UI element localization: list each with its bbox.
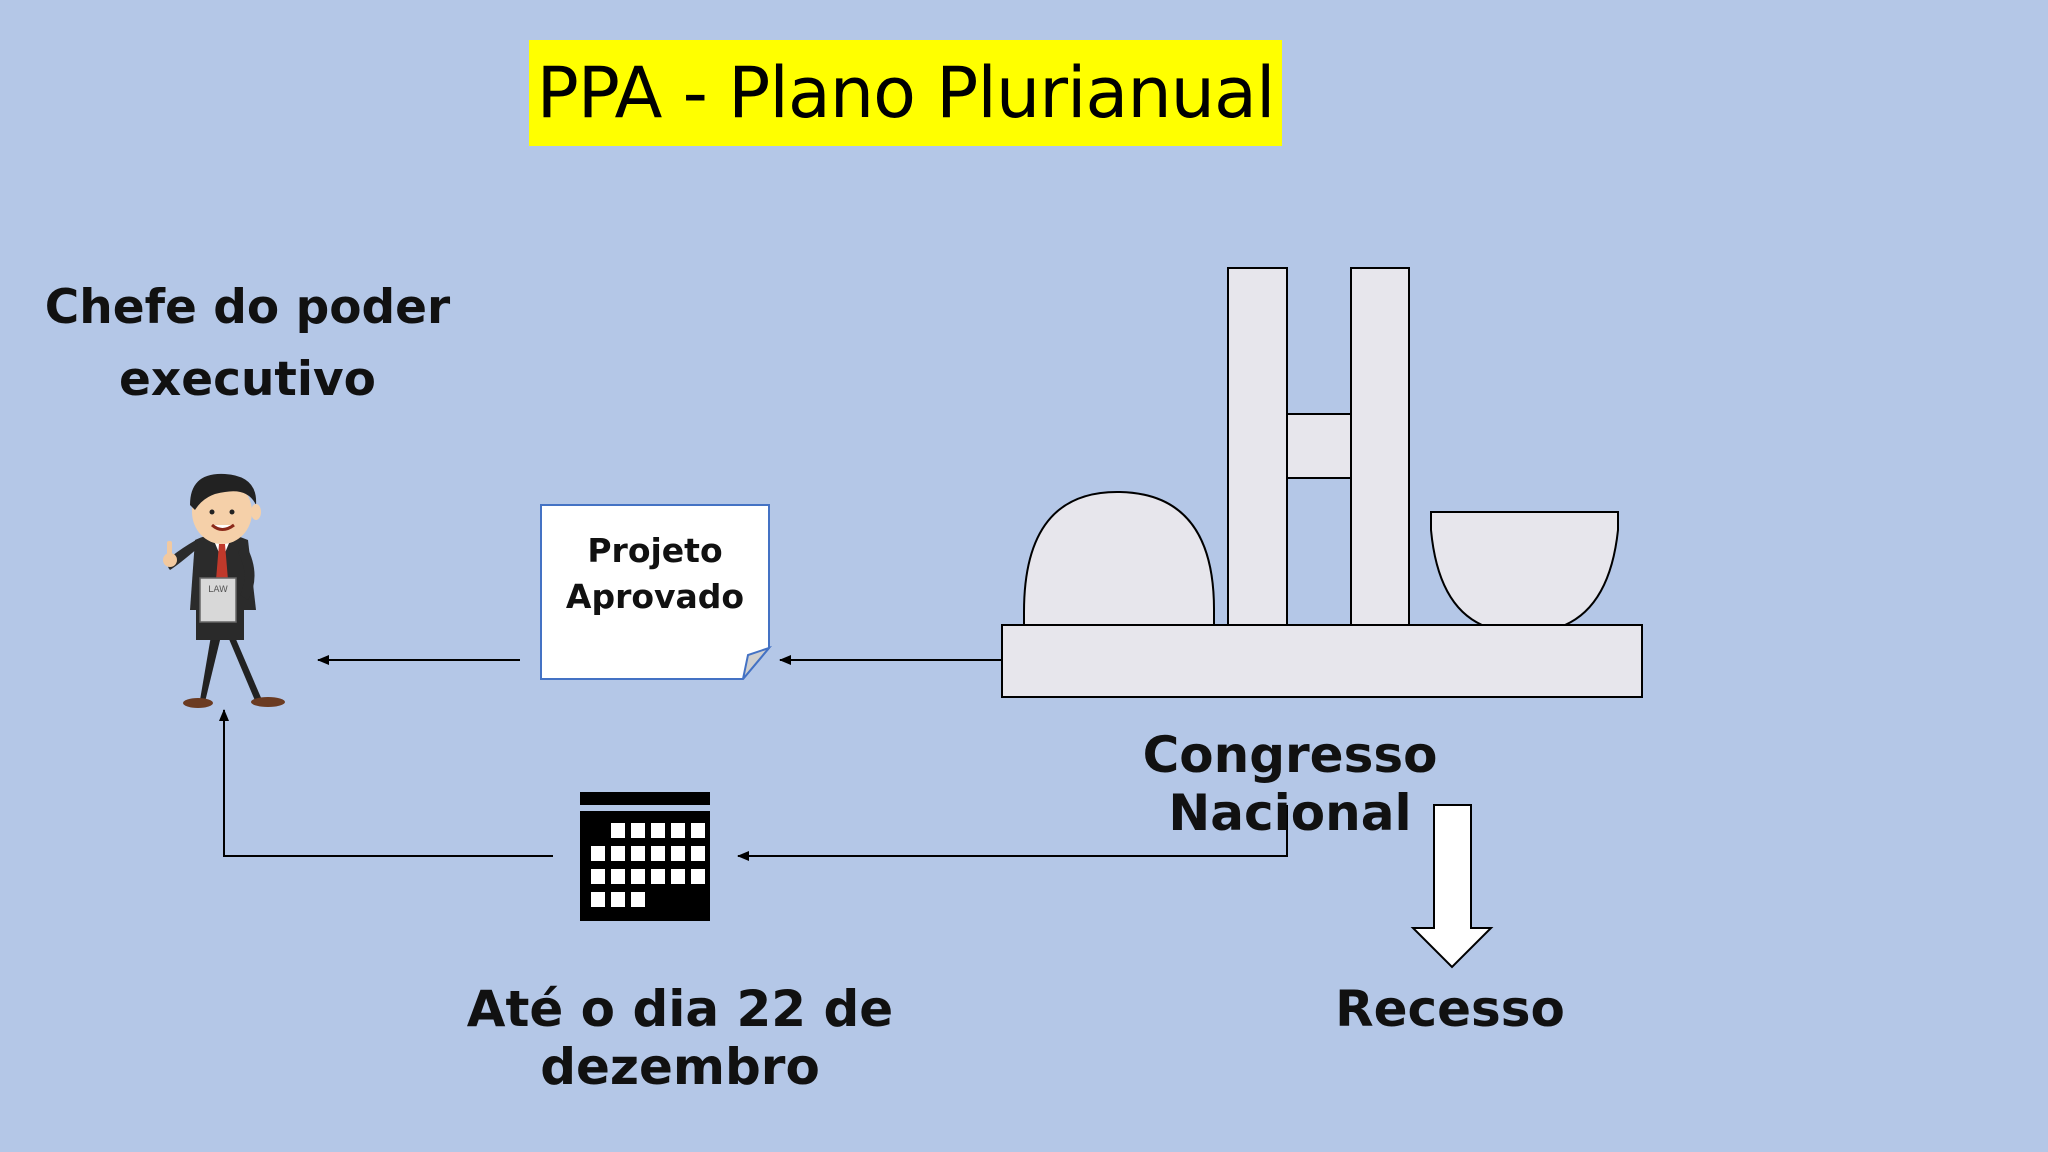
arrow-calendar-to-chefe: [219, 709, 553, 857]
calendar-day-cell: [591, 846, 605, 861]
calendar-day-cell: [651, 869, 665, 884]
document-label: Projeto Aprovado: [541, 528, 769, 620]
calendar-day-cell: [611, 892, 625, 907]
calendar-day-cell: [591, 892, 605, 907]
calendar-day-cell: [671, 869, 685, 884]
calendar-day-cell: [631, 846, 645, 861]
calendar-day-cell: [691, 846, 705, 861]
congress-building-icon: [1001, 267, 1643, 698]
calendar-day-cell: [611, 823, 625, 838]
document-label-line1: Projeto: [587, 531, 723, 570]
document-label-line2: Aprovado: [565, 577, 745, 616]
calendar-day-cell: [651, 846, 665, 861]
arrow-congress-to-calendar: [737, 805, 1288, 861]
calendar-day-cell: [691, 869, 705, 884]
calendar-icon: [580, 792, 710, 921]
diagram-title: PPA - Plano Plurianual: [529, 40, 1282, 146]
chefe-label-line1: Chefe do poder: [44, 280, 451, 335]
congresso-label: Congresso Nacional: [1142, 726, 1438, 842]
calendar-day-cell: [651, 823, 665, 838]
calendar-day-cell: [631, 823, 645, 838]
calendar-day-cell: [691, 823, 705, 838]
businessman-icon: LAW: [163, 473, 285, 708]
recesso-label: Recesso: [1335, 980, 1565, 1038]
chefe-label-line2: executivo: [119, 352, 376, 407]
calendar-day-cell: [671, 846, 685, 861]
chefe-label: Chefe do poder executivo: [30, 272, 465, 416]
svg-text:LAW: LAW: [208, 585, 228, 595]
document-icon: [540, 504, 773, 680]
calendar-day-cell: [671, 823, 685, 838]
calendar-day-cell: [631, 892, 645, 907]
prazo-label: Até o dia 22 de dezembro: [466, 980, 894, 1096]
calendar-day-cell: [611, 846, 625, 861]
calendar-day-cell: [591, 869, 605, 884]
calendar-day-cell: [631, 869, 645, 884]
recesso-arrow: [1410, 804, 1494, 969]
calendar-day-cell: [611, 869, 625, 884]
